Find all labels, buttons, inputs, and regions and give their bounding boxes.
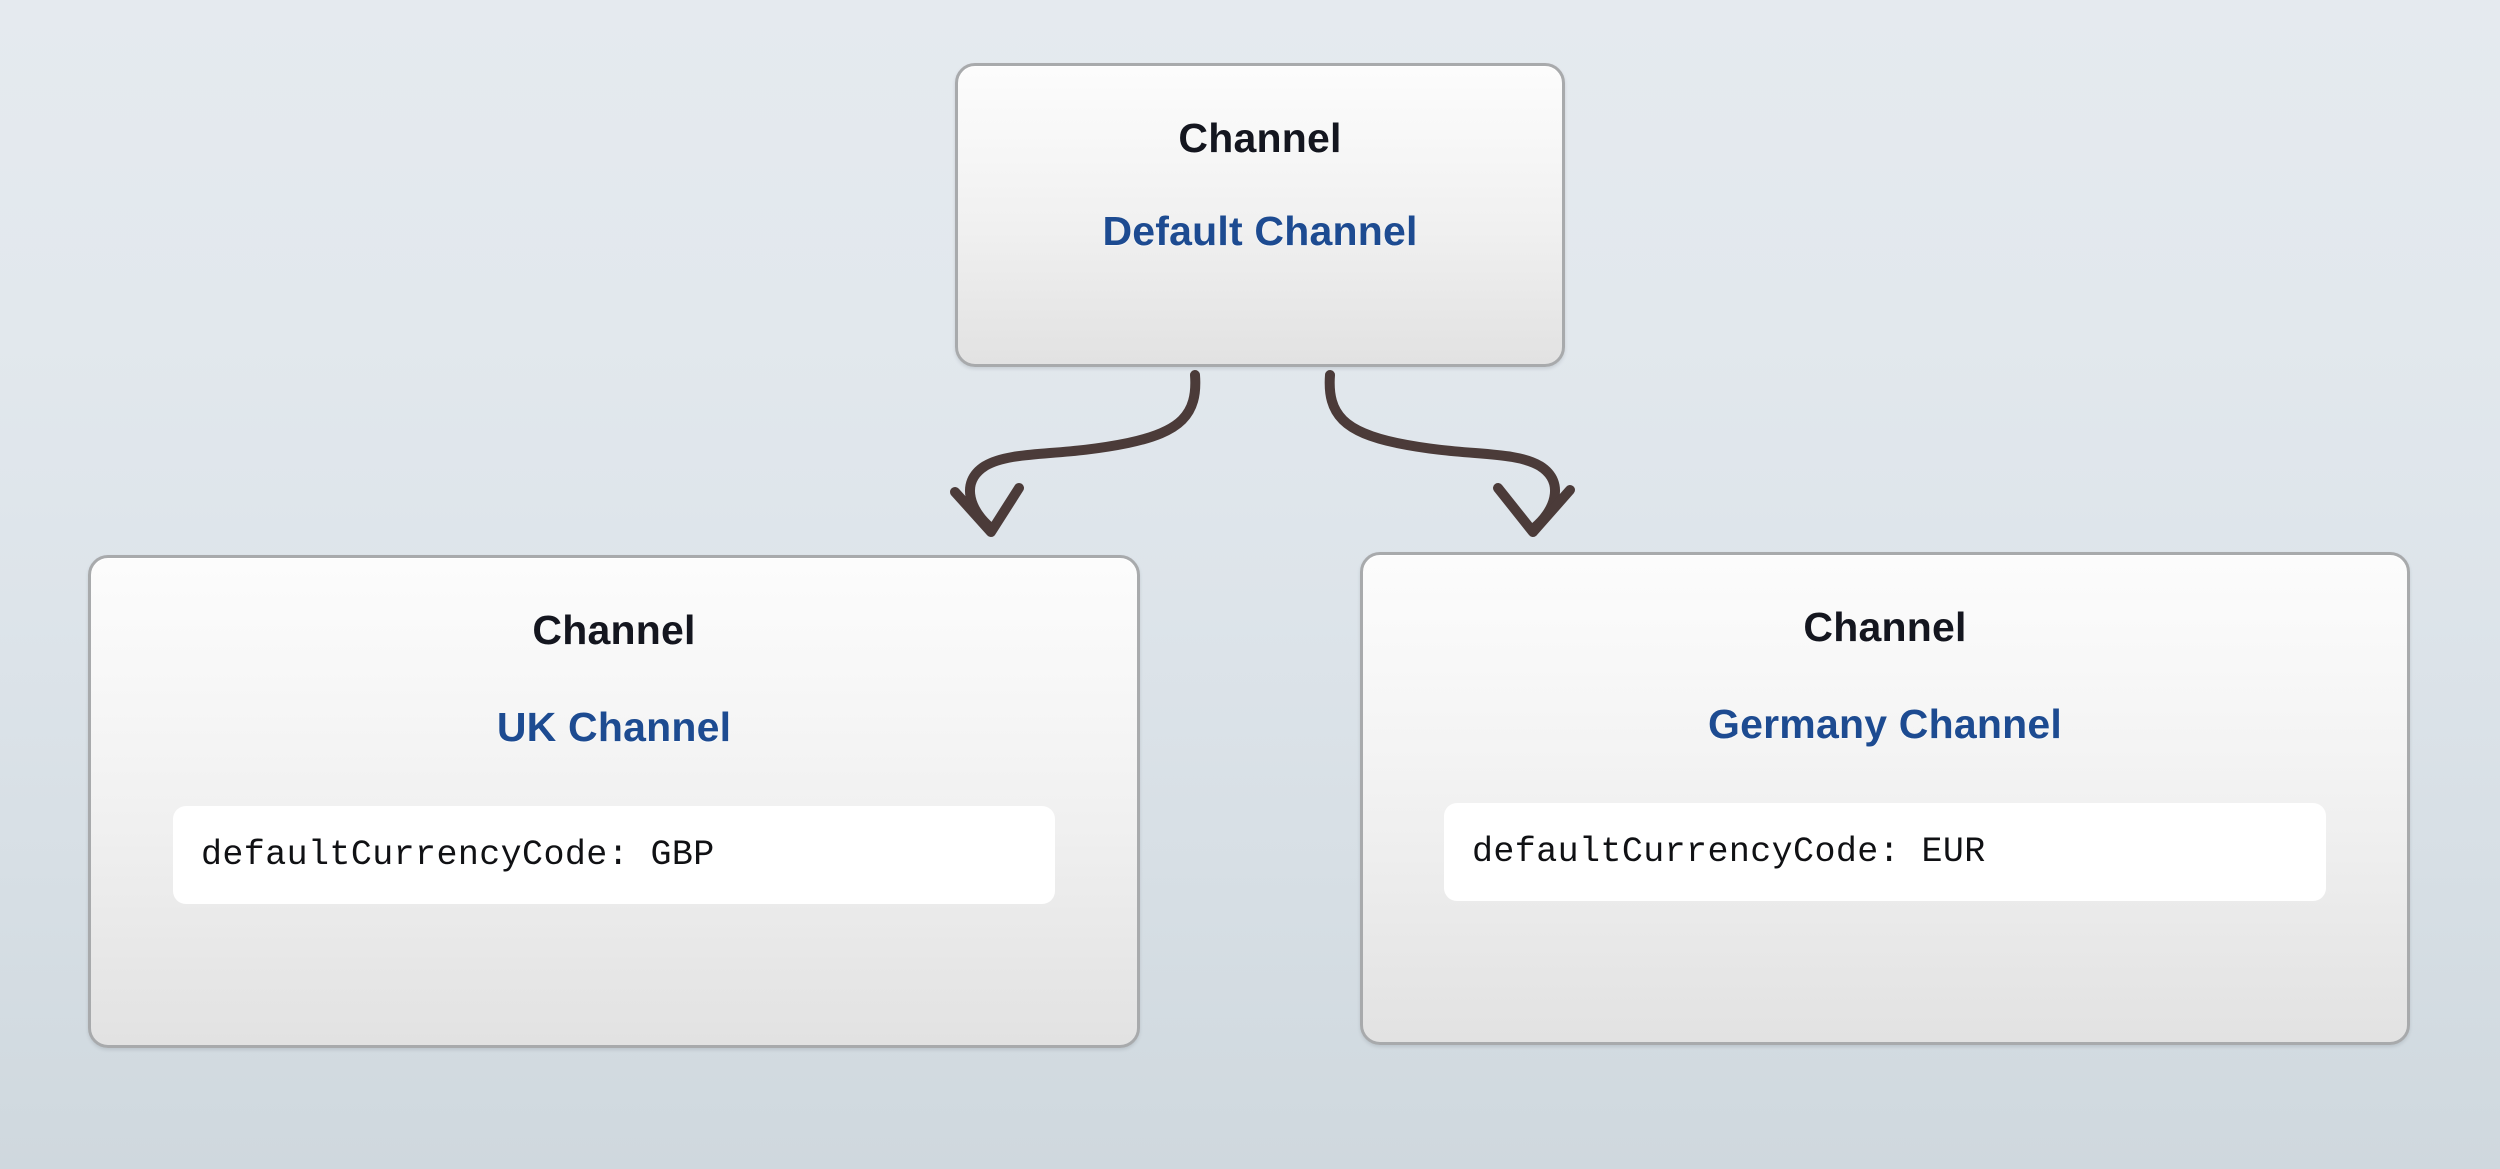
node-name-label: UK Channel (496, 704, 732, 750)
edge-root-to-germany-path (1324, 370, 1560, 533)
node-default-channel[interactable]: Channel Default Channel (955, 63, 1565, 367)
node-uk-channel[interactable]: Channel UK Channel defaultCurrencyCode: … (88, 555, 1140, 1048)
node-property-default-currency-code: defaultCurrencyCode: GBP (173, 806, 1055, 904)
edge-root-to-uk-path (965, 370, 1201, 533)
node-type-label: Channel (1803, 604, 1967, 650)
node-germany-channel[interactable]: Channel Germany Channel defaultCurrencyC… (1360, 552, 2410, 1045)
node-type-label: Channel (1178, 115, 1342, 161)
edge-root-to-germany-arrowhead (1493, 483, 1575, 537)
node-name-label: Default Channel (1102, 208, 1418, 254)
node-name-label: Germany Channel (1708, 701, 2062, 747)
edge-root-to-uk-arrowhead (950, 483, 1024, 537)
node-property-default-currency-code: defaultCurrencyCode: EUR (1444, 803, 2326, 901)
node-type-label: Channel (532, 607, 696, 653)
